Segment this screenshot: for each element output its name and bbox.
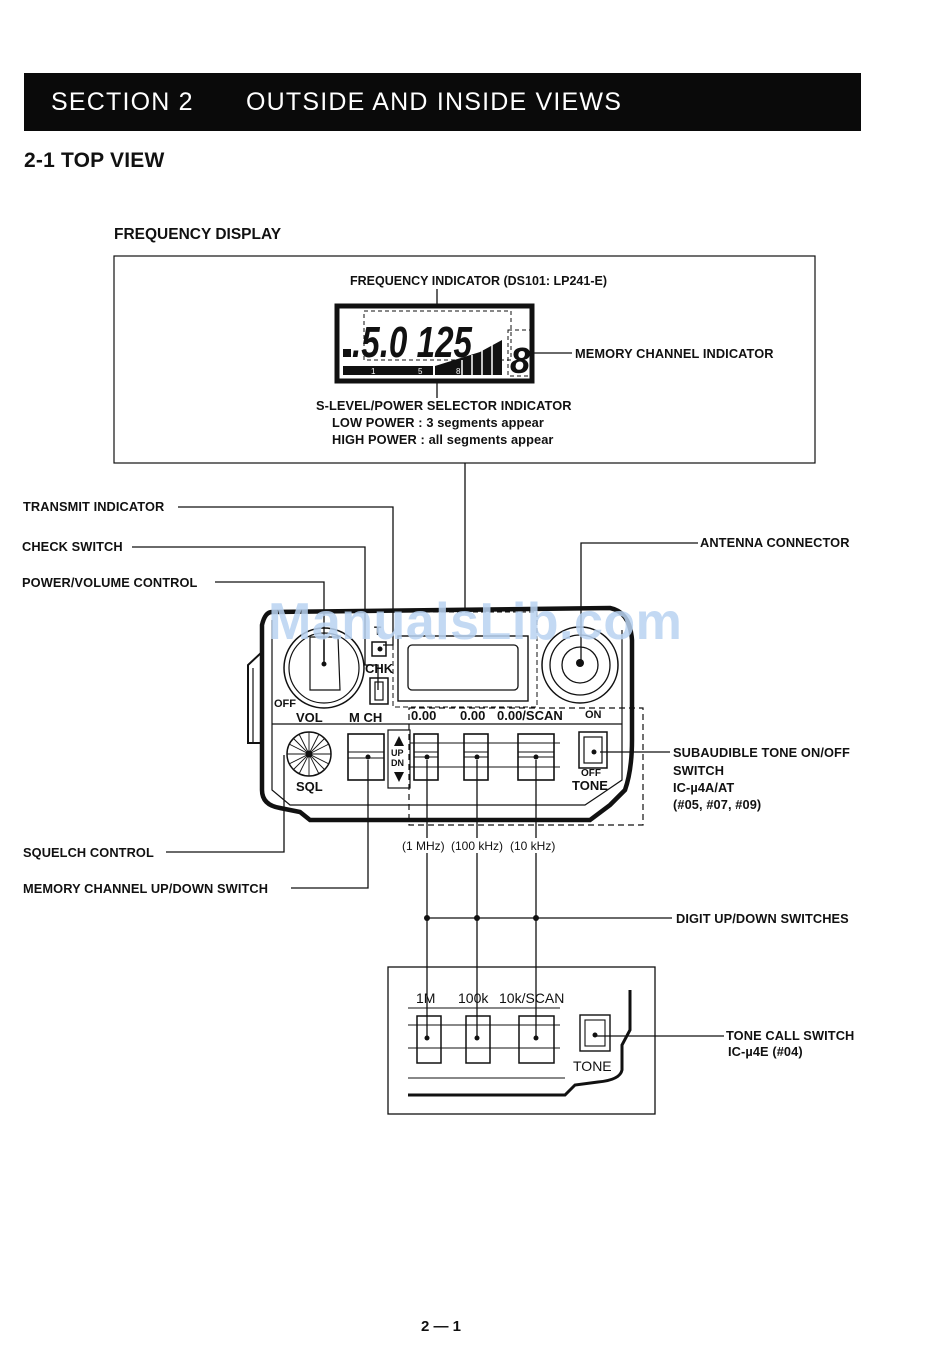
s-meter-tick-8: 8 xyxy=(456,367,461,376)
tone-on-label: ON xyxy=(585,709,602,721)
chk-label: CHK xyxy=(365,661,394,676)
lcd-memory-digit: 8 xyxy=(510,340,530,381)
high-power-note: HIGH POWER : all segments appear xyxy=(332,432,554,447)
tone-call-switch-label-1: TONE CALL SWITCH xyxy=(726,1028,855,1043)
leader-antenna xyxy=(580,542,698,660)
frequency-display-heading: FREQUENCY DISPLAY xyxy=(114,226,282,243)
inset-panel-drawing xyxy=(408,990,632,1097)
tone-label: TONE xyxy=(572,778,608,793)
inset-switch-100k xyxy=(465,1015,491,1064)
subaudible-tone-switch xyxy=(578,731,608,769)
digit-label-3: 0.00/SCAN xyxy=(497,708,563,723)
transmit-indicator-label: TRANSMIT INDICATOR xyxy=(23,499,165,514)
antenna-connector xyxy=(541,626,619,704)
low-power-note: LOW POWER : 3 segments appear xyxy=(332,415,544,430)
leader-volume xyxy=(215,581,325,660)
vol-label: VOL xyxy=(296,710,323,725)
tone-call-switch-label-2: IC-µ4E (#04) xyxy=(728,1044,803,1059)
power-volume-control-label: POWER/VOLUME CONTROL xyxy=(22,575,198,590)
s-level-label: S-LEVEL/POWER SELECTOR INDICATOR xyxy=(316,398,572,413)
lcd-digits: .5.0 125 xyxy=(352,318,472,367)
inset-switch-10k xyxy=(518,1015,555,1064)
leader-mch xyxy=(291,760,369,889)
check-switch-label: CHECK SWITCH xyxy=(22,539,123,554)
antenna-connector-label: ANTENNA CONNECTOR xyxy=(700,535,850,550)
dn-label: DN xyxy=(391,758,404,768)
inset-tone-label: TONE xyxy=(573,1058,612,1074)
mch-label: M CH xyxy=(349,710,383,725)
section-header-bar: SECTION 2 OUTSIDE AND INSIDE VIEWS xyxy=(24,73,861,131)
leader-check xyxy=(132,546,379,690)
t-label: T xyxy=(374,624,382,638)
s-meter-tick-1: 1 xyxy=(371,367,376,376)
subaudible-tone-label-4: (#05, #07, #09) xyxy=(673,797,762,812)
frequency-indicator-label: FREQUENCY INDICATOR (DS101: LP241-E) xyxy=(350,274,607,288)
watermark: ManualsLib.com xyxy=(268,593,683,651)
memory-channel-indicator-label: MEMORY CHANNEL INDICATOR xyxy=(575,346,774,361)
digit-updown-label: DIGIT UP/DOWN SWITCHES xyxy=(676,911,849,926)
subaudible-tone-label-2: SWITCH xyxy=(673,763,725,778)
subaudible-tone-label-3: IC-µ4A/AT xyxy=(673,780,735,795)
lcd-display xyxy=(334,303,535,384)
check-switch xyxy=(369,677,389,705)
sql-label: SQL xyxy=(296,779,323,794)
digit-label-1: 0.00 xyxy=(411,708,437,723)
inset-label-100k: 100k xyxy=(458,990,489,1006)
inset-panel-box xyxy=(387,966,656,1115)
up-label: UP xyxy=(391,748,404,758)
section-title: OUTSIDE AND INSIDE VIEWS xyxy=(246,88,623,116)
subsection-title: 2-1 TOP VIEW xyxy=(24,149,165,172)
memory-channel-updown-label: MEMORY CHANNEL UP/DOWN SWITCH xyxy=(23,881,269,896)
step-label-100khz: (100 kHz) xyxy=(451,839,504,853)
leader-squelch xyxy=(166,755,285,853)
step-label-1mhz: (1 MHz) xyxy=(402,839,445,853)
leader-transmit xyxy=(178,506,394,646)
section-number: SECTION 2 xyxy=(51,88,194,116)
inset-switch-1m xyxy=(416,1015,442,1064)
tone-off-label: OFF xyxy=(581,768,601,779)
squelch-control-label: SQUELCH CONTROL xyxy=(23,845,154,860)
subaudible-tone-label-1: SUBAUDIBLE TONE ON/OFF xyxy=(673,745,850,760)
off-label: OFF xyxy=(274,698,296,710)
memory-channel-switch xyxy=(347,733,385,781)
digit-label-2: 0.00 xyxy=(460,708,486,723)
step-label-10khz: (10 kHz) xyxy=(510,839,556,853)
volume-knob xyxy=(283,627,365,709)
inset-label-1m: 1M xyxy=(416,990,436,1006)
inset-label-10k-scan: 10k/SCAN xyxy=(499,990,565,1006)
s-meter-tick-5: 5 xyxy=(418,367,423,376)
page-number: 2 — 1 xyxy=(421,1318,462,1335)
tone-call-switch xyxy=(579,1014,611,1052)
display-window xyxy=(397,635,529,702)
radio-top-panel xyxy=(247,605,644,826)
transmit-indicator xyxy=(371,641,387,657)
